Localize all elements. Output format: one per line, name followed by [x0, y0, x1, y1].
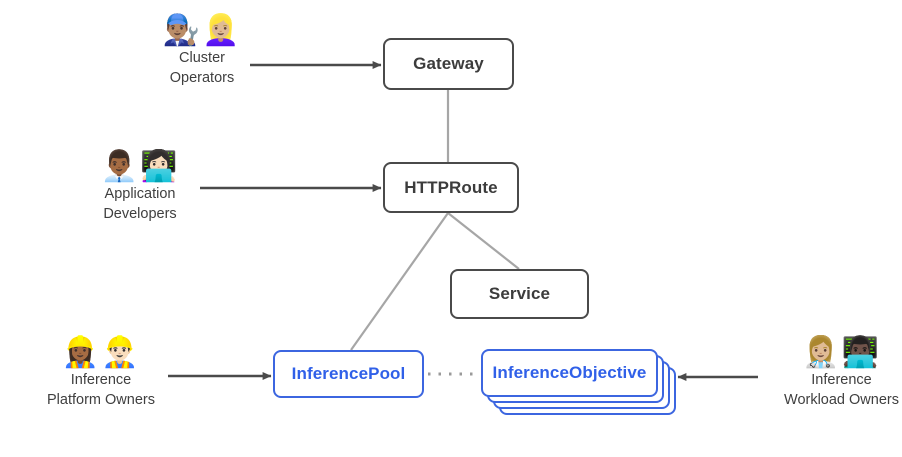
- node-service-label: Service: [488, 284, 551, 303]
- edge-httproute-to-inferencepool: [350, 212, 449, 351]
- cluster-operators-label-line1: Cluster: [179, 50, 225, 66]
- cluster-operators-avatar-icon: 👨🏽‍🔧👱🏼‍♀️: [162, 14, 242, 47]
- inference-workload-owners-label-line1: Inference: [811, 372, 872, 388]
- node-gateway[interactable]: Gateway: [383, 38, 514, 90]
- node-httproute-label: HTTPRoute: [404, 177, 498, 197]
- actor-inference-workload-owners[interactable]: 👩🏼‍⚕️👨🏿‍💻 Inference Workload Owners: [760, 336, 902, 410]
- application-developers-avatar-icon: 👨🏾‍💼👩🏻‍💻: [100, 150, 180, 183]
- node-service[interactable]: Service: [450, 269, 589, 319]
- node-inferenceobjective[interactable]: InferenceObjective: [481, 349, 658, 397]
- cluster-operators-label-line2: Operators: [169, 70, 235, 86]
- inference-platform-owners-label-line2: Platform Owners: [47, 392, 155, 408]
- node-inferenceobjective-label: InferenceObjective: [492, 363, 647, 382]
- node-gateway-label: Gateway: [413, 54, 484, 73]
- inference-platform-owners-avatar-icon: 👷🏾‍♀️👷🏻‍♂️: [61, 336, 141, 369]
- inference-workload-owners-label-line2: Workload Owners: [784, 392, 899, 408]
- edge-httproute-to-service: [447, 212, 520, 270]
- inference-platform-owners-label-line1: Inference: [70, 372, 132, 388]
- actor-inference-platform-owners[interactable]: 👷🏾‍♀️👷🏻‍♂️ Inference Platform Owners: [25, 336, 177, 410]
- node-inferencepool[interactable]: InferencePool: [273, 350, 424, 398]
- actor-application-developers[interactable]: 👨🏾‍💼👩🏻‍💻 Application Developers: [80, 150, 200, 224]
- application-developers-label-line2: Developers: [103, 206, 177, 222]
- actor-cluster-operators[interactable]: 👨🏽‍🔧👱🏼‍♀️ Cluster Operators: [142, 14, 262, 88]
- node-inferencepool-label: InferencePool: [291, 364, 406, 383]
- inference-workload-owners-avatar-icon: 👩🏼‍⚕️👨🏿‍💻: [802, 336, 881, 369]
- application-developers-label-line1: Application: [104, 186, 176, 202]
- node-httproute[interactable]: HTTPRoute: [383, 162, 519, 213]
